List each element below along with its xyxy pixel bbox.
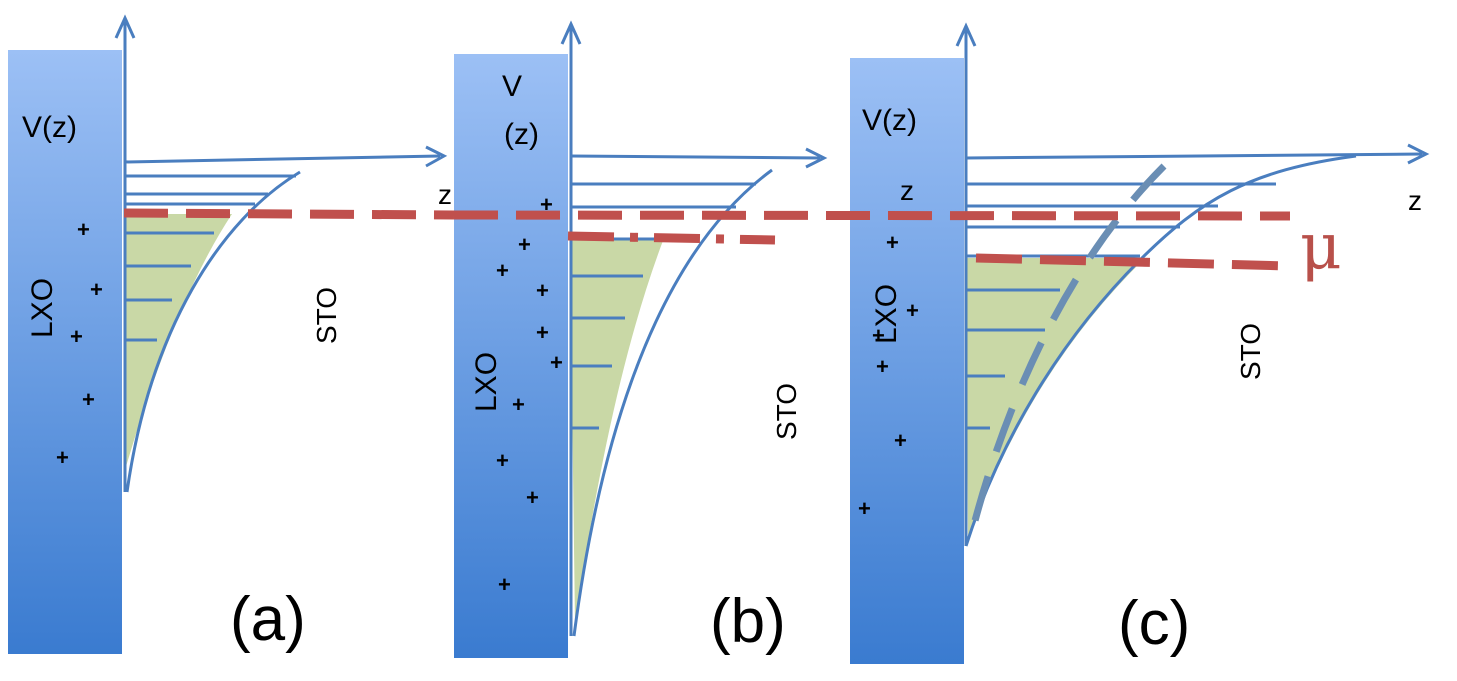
mu-line-c-lower bbox=[975, 253, 1291, 271]
svg-text:+: + bbox=[512, 392, 525, 417]
z-axis-arrowhead-c bbox=[1407, 143, 1430, 165]
svg-text:+: + bbox=[496, 448, 509, 473]
svg-text:+: + bbox=[82, 387, 95, 412]
svg-text:+: + bbox=[894, 428, 907, 453]
z-label-c: z bbox=[900, 175, 914, 206]
potential-well-fill-a bbox=[124, 214, 232, 470]
potential-well-fill-c bbox=[966, 258, 1145, 540]
potential-label-c: V(z) bbox=[862, 104, 917, 137]
svg-text:+: + bbox=[526, 485, 539, 510]
potential-label-a: V(z) bbox=[22, 111, 77, 144]
sto-label-b: STO bbox=[771, 383, 802, 440]
positive-charges-c: + + + + + + bbox=[858, 230, 919, 521]
chemical-potential-lines bbox=[123, 208, 1291, 271]
svg-text:+: + bbox=[498, 572, 511, 597]
svg-text:+: + bbox=[550, 350, 563, 375]
panel-b: V (z) LXO STO (b) + + + + + + + + + + bbox=[454, 20, 828, 658]
sto-label-a: STO bbox=[311, 287, 342, 344]
positive-charges-b: + + + + + + + + + + bbox=[496, 192, 563, 597]
z-axis-arrowhead-b bbox=[805, 147, 828, 169]
svg-text:+: + bbox=[496, 258, 509, 283]
svg-text:+: + bbox=[886, 230, 899, 255]
svg-text:+: + bbox=[56, 445, 69, 470]
z-axis-c bbox=[965, 152, 1423, 160]
svg-text:+: + bbox=[518, 232, 531, 257]
lxo-layer-a bbox=[8, 50, 122, 654]
potential-label-b-line2: (z) bbox=[504, 118, 539, 151]
svg-text:+: + bbox=[872, 323, 885, 348]
positive-charges-a: + + + + + bbox=[56, 217, 103, 470]
sto-label-c: STO bbox=[1235, 323, 1266, 380]
v-axis-arrowhead-b bbox=[560, 20, 582, 45]
mu-line-b-lower bbox=[567, 231, 776, 245]
svg-text:+: + bbox=[77, 217, 90, 242]
subband-lines-a bbox=[124, 174, 296, 342]
panel-a: V(z) LXO STO z (a) + + + + + bbox=[8, 14, 452, 654]
potential-curve-a bbox=[125, 170, 301, 493]
z-axis-arrowhead-a bbox=[425, 145, 448, 168]
mu-line-bc bbox=[453, 210, 1291, 221]
svg-text:+: + bbox=[536, 320, 549, 345]
panel-c: V(z) z z LXO STO (c) + + + + + + bbox=[850, 22, 1430, 664]
z-label-a: z bbox=[438, 179, 452, 210]
lxo-label-b: LXO bbox=[470, 352, 503, 412]
subband-lines-b bbox=[570, 182, 756, 430]
lxo-label-a: LXO bbox=[26, 278, 59, 338]
z-axis-a bbox=[123, 154, 441, 164]
v-axis-arrowhead-c bbox=[955, 22, 977, 47]
z-axis-label-c: z bbox=[1408, 185, 1422, 216]
svg-text:+: + bbox=[536, 278, 549, 303]
panel-label-a: (a) bbox=[230, 585, 306, 654]
mu-line-a bbox=[123, 208, 455, 220]
z-axis-b bbox=[569, 154, 821, 160]
svg-text:+: + bbox=[70, 324, 83, 349]
potential-label-b-line1: V bbox=[502, 70, 522, 103]
panel-label-b: (b) bbox=[710, 587, 786, 656]
dashed-potential-curve-c bbox=[966, 163, 1167, 541]
svg-text:+: + bbox=[90, 277, 103, 302]
svg-text:+: + bbox=[858, 496, 871, 521]
v-axis-arrowhead-a bbox=[114, 14, 136, 39]
potential-curve-b bbox=[572, 168, 773, 637]
svg-text:+: + bbox=[906, 298, 919, 323]
potential-well-fill-b bbox=[570, 238, 664, 625]
lxo-layer-c bbox=[850, 58, 964, 664]
lxo-layer-b bbox=[454, 54, 568, 658]
svg-text:+: + bbox=[876, 354, 889, 379]
lxo-label-c: LXO bbox=[870, 284, 903, 344]
mu-symbol: μ bbox=[1300, 210, 1342, 284]
panel-label-c: (c) bbox=[1118, 589, 1190, 658]
